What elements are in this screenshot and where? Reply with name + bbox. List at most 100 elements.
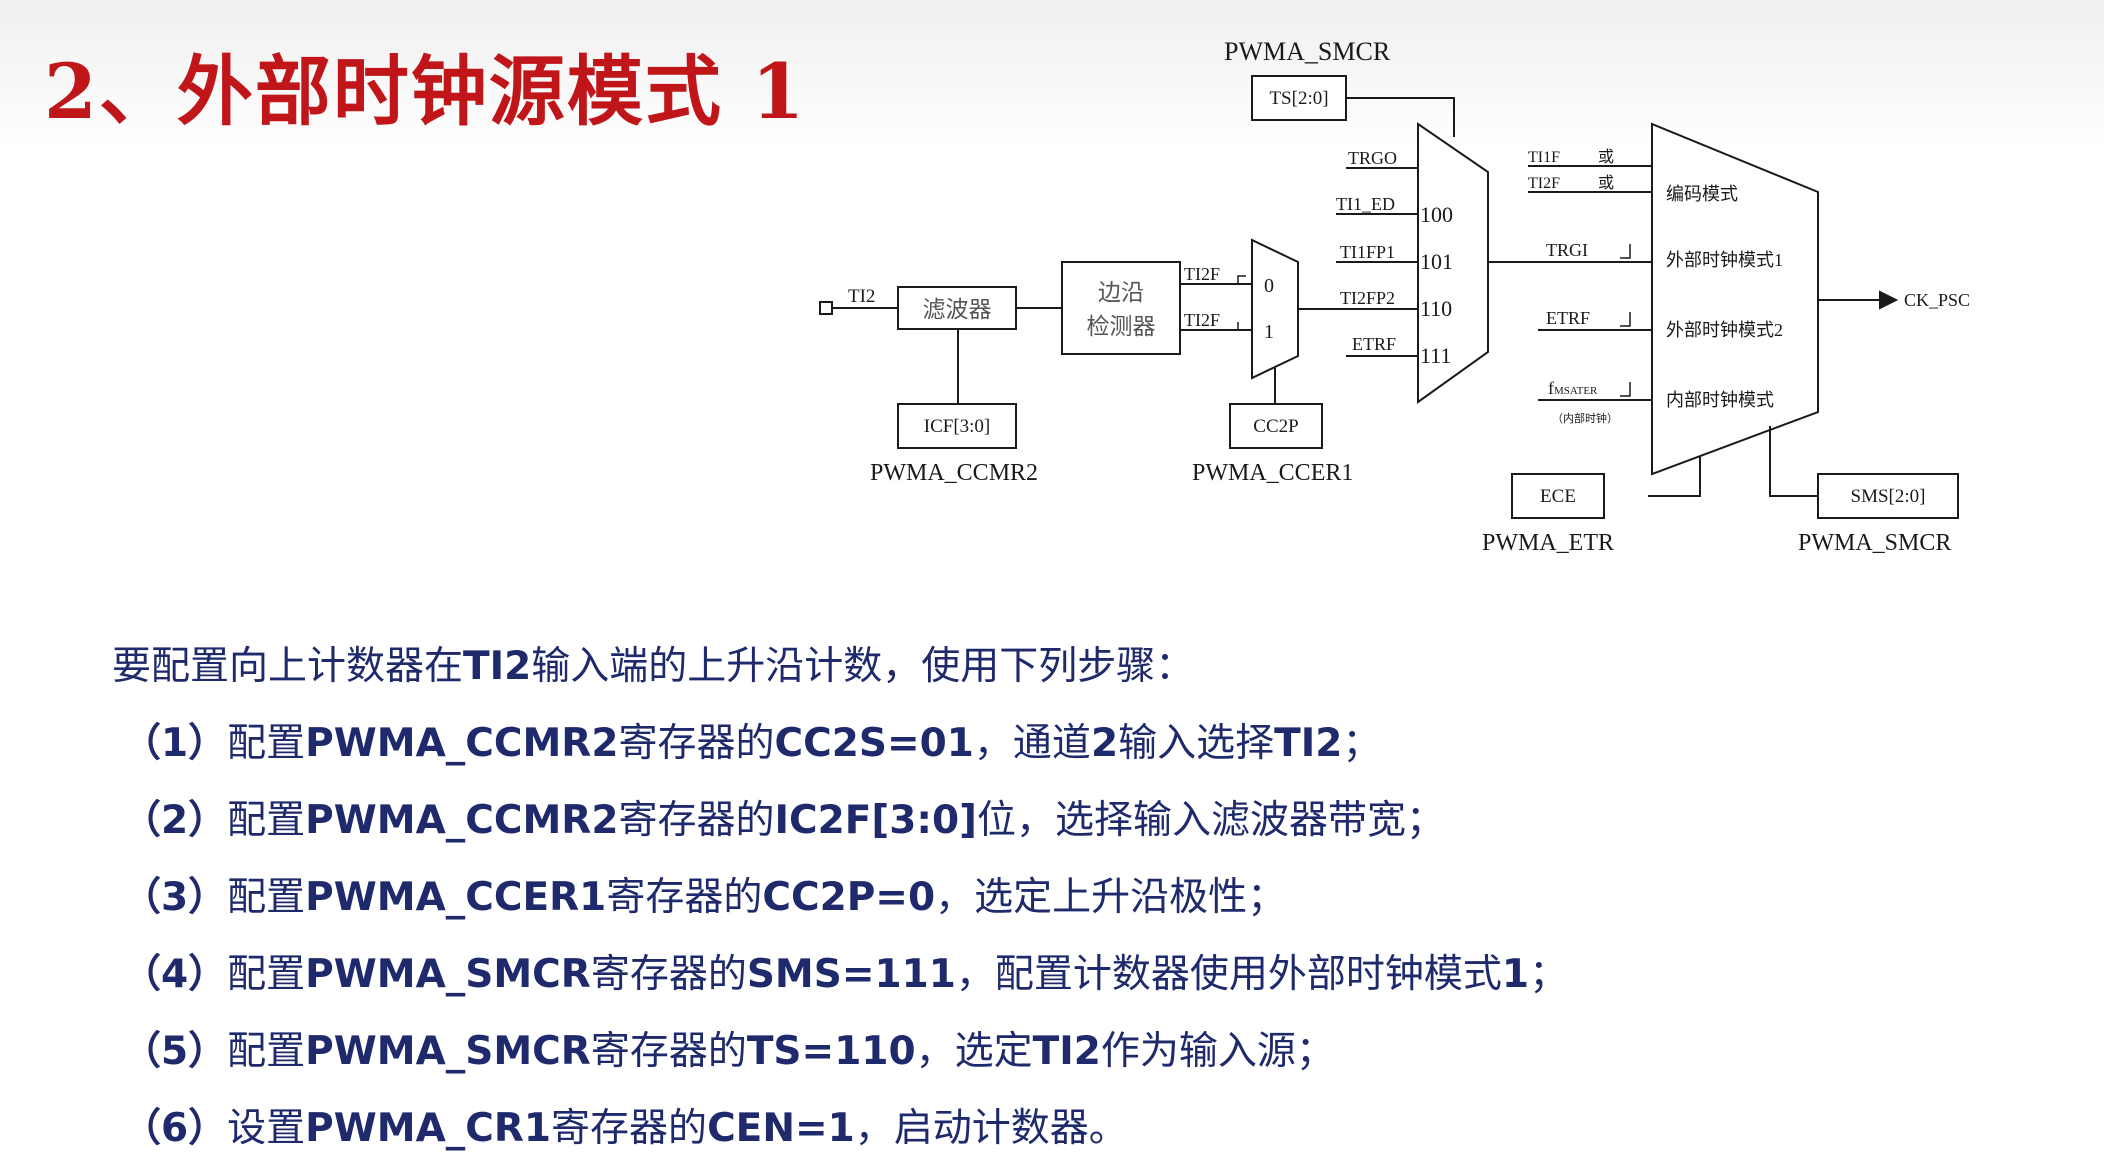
step-number: （1） (122, 721, 228, 766)
label-ti2f-rise: TI2F (1184, 264, 1220, 284)
label-ti1-ed: TI1_ED (1336, 194, 1395, 214)
step-number: （6） (122, 1106, 228, 1151)
label-etrf-in: ETRF (1352, 334, 1396, 354)
label-ti2fp2: TI2FP2 (1340, 288, 1395, 308)
step-mid: 寄存器的 (551, 1106, 708, 1151)
step-field: IC2F[3:0] (774, 798, 977, 843)
step-item: （1）配置PWMA_CCMR2寄存器的CC2S=01，通道2输入选择TI2； (112, 705, 1568, 782)
step-register: PWMA_SMCR (305, 952, 591, 997)
label-trgi: TRGI (1546, 240, 1588, 260)
step-register: PWMA_CCMR2 (305, 721, 619, 766)
step-mid: 寄存器的 (590, 952, 747, 997)
step-register: PWMA_SMCR (305, 1029, 591, 1074)
step-mid: 寄存器的 (618, 798, 775, 843)
arrow-ck-psc (1879, 290, 1899, 310)
step-verb: 配置 (227, 721, 306, 766)
step-register: PWMA_CR1 (305, 1106, 552, 1151)
step-item: （5）配置PWMA_SMCR寄存器的TS=110，选定TI2作为输入源； (112, 1013, 1568, 1090)
label-fmaster-note: （内部时钟） (1552, 411, 1618, 425)
step-tail2: 作为输入源； (1100, 1029, 1335, 1074)
step-mid: 寄存器的 (590, 1029, 747, 1074)
step-tail2: 输入选择 (1118, 721, 1275, 766)
label-ti1fp1: TI1FP1 (1340, 242, 1395, 262)
steps-intro: 要配置向上计数器在TI2输入端的上升沿计数，使用下列步骤： (112, 628, 1568, 705)
label-icf: ICF[3:0] (924, 416, 991, 437)
label-mode-ext2: 外部时钟模式2 (1666, 320, 1783, 340)
trgi-edge-icon (1620, 244, 1631, 259)
intro-post: 输入端的上升沿计数，使用下列步骤： (531, 644, 1195, 689)
step-tail: ，选定 (915, 1029, 1033, 1074)
edge-detector-block (1061, 261, 1181, 355)
step-verb: 配置 (227, 1029, 306, 1074)
step-register: PWMA_CCER1 (305, 875, 607, 920)
step-extra: TI2 (1032, 1029, 1101, 1074)
cc2p-register-box (1229, 403, 1323, 449)
step-mid: 寄存器的 (618, 721, 775, 766)
label-ck-psc: CK_PSC (1904, 290, 1970, 310)
label-mode-internal: 内部时钟模式 (1666, 390, 1774, 410)
ece-register-box (1511, 473, 1605, 519)
label-ti2f-fall: TI2F (1184, 310, 1220, 330)
trigger-selector-mux (1417, 122, 1489, 404)
step-number: （5） (122, 1029, 228, 1074)
step-field: CC2S=01 (774, 721, 974, 766)
step-field: CC2P=0 (762, 875, 936, 920)
fmaster-edge-icon (1620, 382, 1631, 397)
label-sel-111: 111 (1420, 343, 1451, 368)
ts-register-box (1251, 75, 1347, 121)
step-verb: 配置 (227, 952, 306, 997)
ti2-input-pin (819, 301, 833, 315)
label-sel-101: 101 (1420, 249, 1453, 274)
step-number: （2） (122, 798, 228, 843)
label-mode-ext1: 外部时钟模式1 (1666, 250, 1783, 270)
intro-pre: 要配置向上计数器在 (112, 644, 464, 689)
label-pwma-smcr-top: PWMA_SMCR (1224, 37, 1391, 66)
steps-list: 要配置向上计数器在TI2输入端的上升沿计数，使用下列步骤： （1）配置PWMA_… (112, 628, 1568, 1167)
step-tail: ，通道 (973, 721, 1091, 766)
label-trgo: TRGO (1348, 148, 1397, 168)
label-ti2f: TI2F (1528, 175, 1560, 192)
step-tail: 位，选择输入滤波器带宽； (976, 798, 1445, 843)
step-item: （2）配置PWMA_CCMR2寄存器的IC2F[3:0]位，选择输入滤波器带宽； (112, 782, 1568, 859)
step-extra: 2 (1090, 721, 1119, 766)
label-pwma-smcr-bottom: PWMA_SMCR (1798, 530, 1951, 556)
label-mode-encoder: 编码模式 (1666, 184, 1738, 204)
step-register: PWMA_CCMR2 (305, 798, 619, 843)
step-tail2: ； (1529, 952, 1569, 997)
label-filter: 滤波器 (923, 297, 992, 322)
step-mid: 寄存器的 (606, 875, 763, 920)
wire-ts-trigger (1346, 97, 1455, 137)
polarity-mux (1251, 238, 1299, 380)
step-extra2: TI2 (1274, 721, 1343, 766)
label-ti2-input: TI2 (848, 286, 875, 307)
step-item: （6）设置PWMA_CR1寄存器的CEN=1，启动计数器。 (112, 1090, 1568, 1167)
label-etrf: ETRF (1546, 308, 1590, 328)
label-mux-0: 0 (1264, 275, 1274, 297)
clock-source-diagram: PWMA_SMCR TS[2:0] TI2 滤波器 边沿 检测器 ICF[3:0… (819, 37, 1970, 556)
label-or-1: 或 (1598, 148, 1614, 166)
sms-register-box (1817, 473, 1959, 519)
etrf-edge-icon (1620, 312, 1631, 327)
label-edge-2: 检测器 (1087, 314, 1156, 339)
label-sms: SMS[2:0] (1851, 486, 1926, 507)
label-mux-1: 1 (1264, 321, 1274, 343)
label-fmaster: fMSATER (1548, 378, 1598, 398)
label-cc2p: CC2P (1253, 416, 1298, 437)
step-field: TS=110 (746, 1029, 916, 1074)
step-field: CEN=1 (707, 1106, 855, 1151)
step-item: （4）配置PWMA_SMCR寄存器的SMS=111，配置计数器使用外部时钟模式1… (112, 936, 1568, 1013)
step-number: （3） (122, 875, 228, 920)
wire-ece (1648, 456, 1701, 497)
step-item: （3）配置PWMA_CCER1寄存器的CC2P=0，选定上升沿极性； (112, 859, 1568, 936)
step-extra: 1 (1501, 952, 1530, 997)
step-tail: ，启动计数器。 (854, 1106, 1128, 1151)
step-verb: 设置 (227, 1106, 306, 1151)
fall-edge-icon (1237, 322, 1246, 331)
mode-selector-mux (1651, 122, 1819, 476)
label-or-2: 或 (1598, 174, 1614, 192)
step-end: ； (1342, 721, 1382, 766)
label-ece: ECE (1540, 486, 1576, 507)
label-sel-100: 100 (1420, 202, 1453, 227)
label-sel-110: 110 (1420, 296, 1452, 321)
intro-code: TI2 (463, 644, 532, 689)
